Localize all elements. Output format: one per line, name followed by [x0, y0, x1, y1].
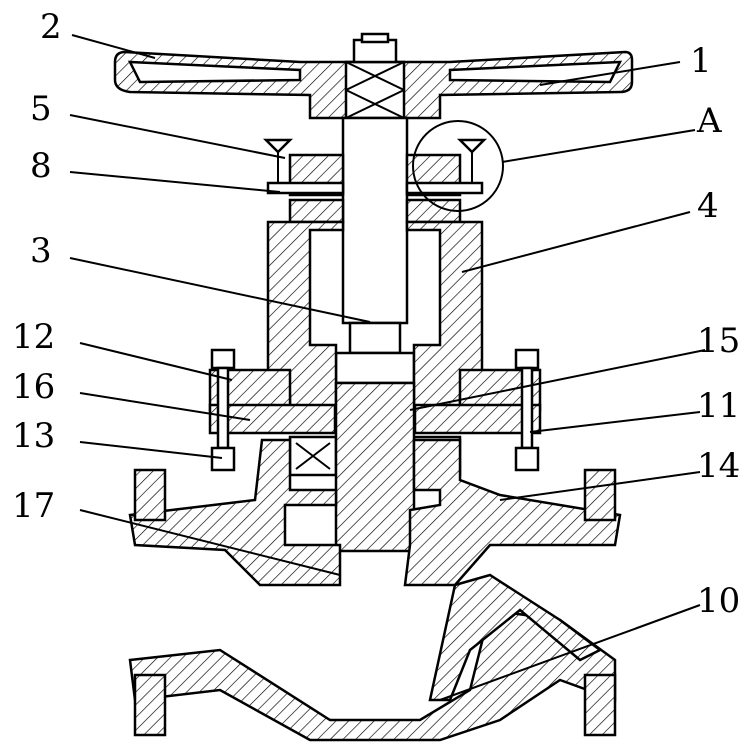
leader-lines [69, 34, 706, 701]
label-11: 11 [697, 386, 740, 426]
label-5: 5 [30, 89, 52, 129]
label-14: 14 [697, 446, 740, 486]
label-1: 1 [690, 41, 712, 81]
label-3: 3 [30, 231, 52, 271]
label-10: 10 [697, 581, 740, 621]
handwheel [113, 32, 634, 120]
label-16: 16 [12, 367, 55, 407]
label-17: 17 [12, 486, 55, 526]
label-4: 4 [697, 186, 719, 226]
detail-circle-a [412, 120, 504, 212]
valve-body [128, 438, 622, 742]
label-2: 2 [40, 7, 62, 47]
bolts [210, 348, 540, 472]
packing-gland [262, 138, 488, 224]
label-12: 12 [12, 317, 55, 357]
valve-disc [334, 381, 416, 553]
label-15: 15 [697, 321, 740, 361]
label-a: A [696, 101, 722, 141]
label-8: 8 [30, 146, 52, 186]
valve-stem [341, 116, 409, 325]
label-13: 13 [12, 416, 55, 456]
